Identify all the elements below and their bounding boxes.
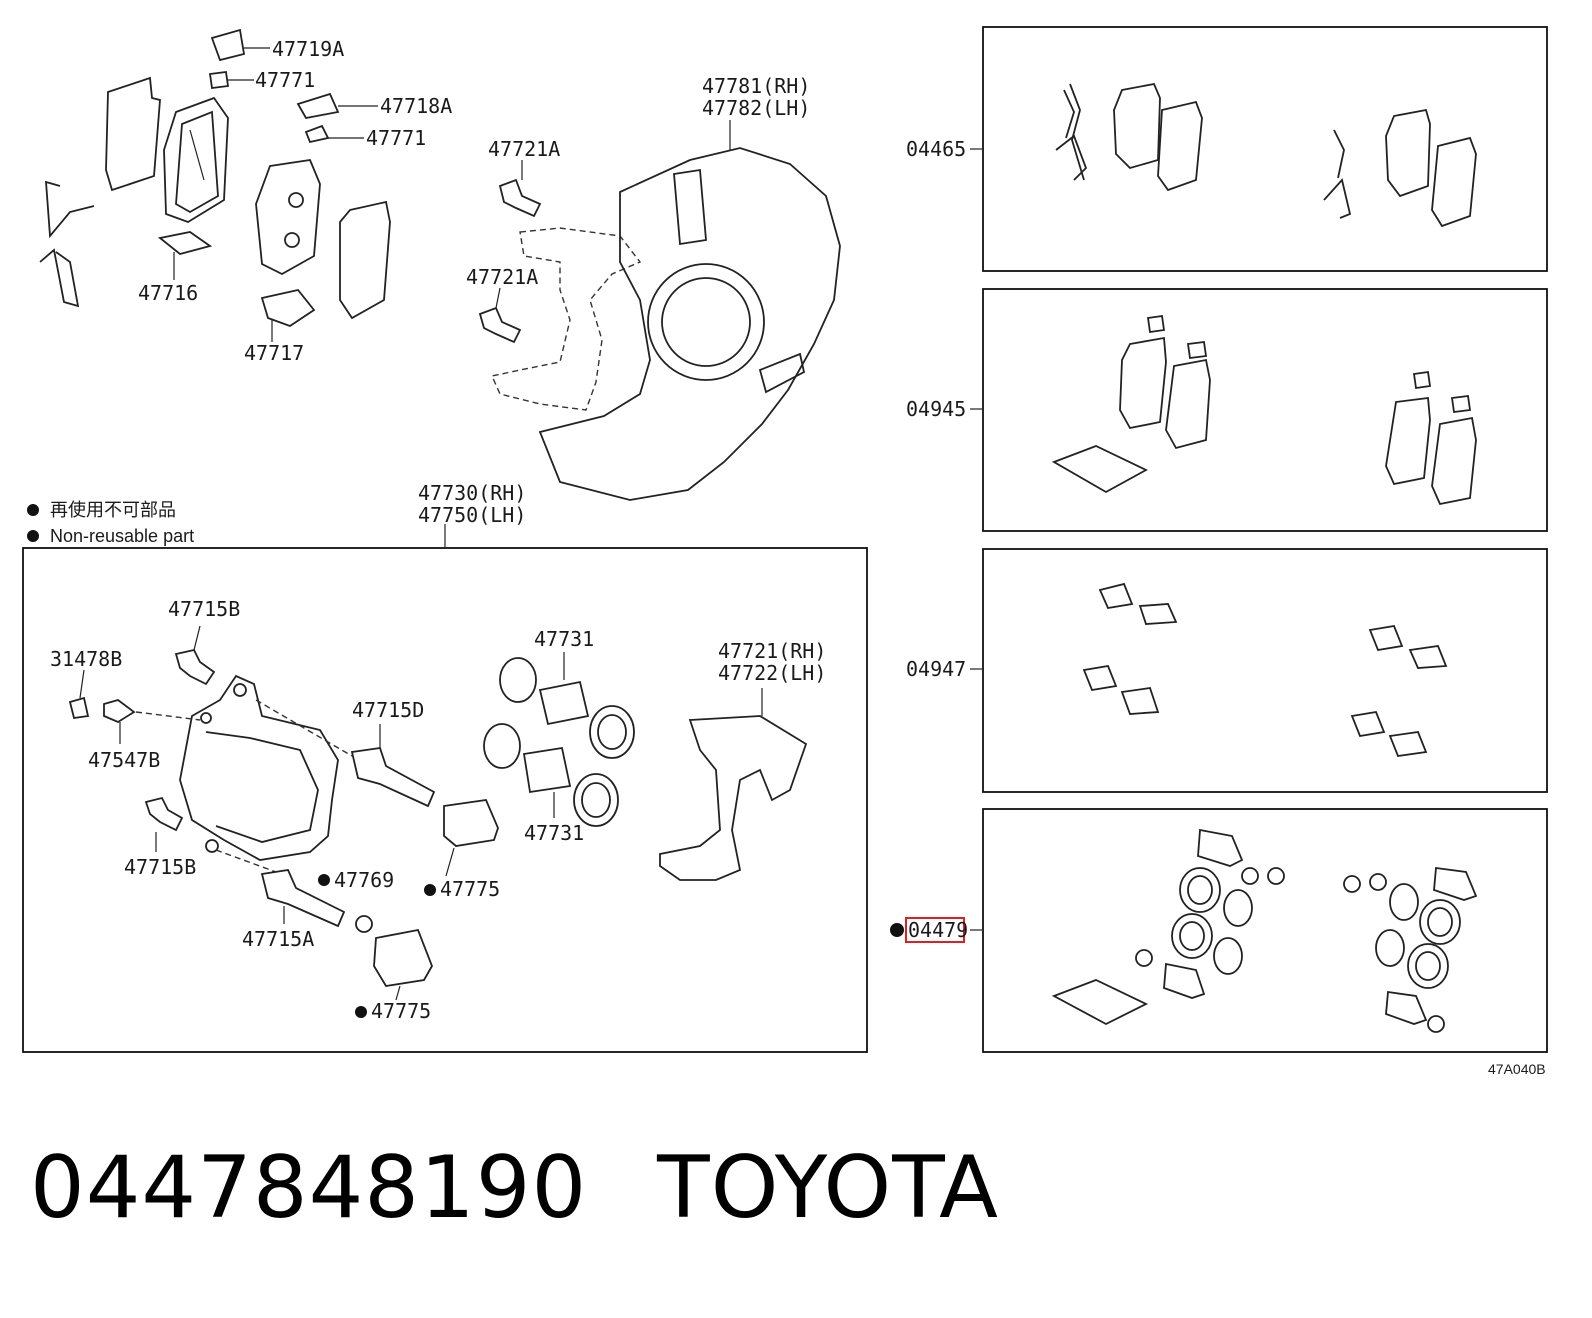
caliper-assembly-frame xyxy=(22,547,868,1053)
label-47781-rh[interactable]: 47781(RH) xyxy=(702,74,810,98)
label-47715A[interactable]: 47715A xyxy=(242,927,314,951)
non-reusable-bullet-icon xyxy=(424,884,436,896)
bullet-icon xyxy=(27,504,39,516)
label-31478B[interactable]: 31478B xyxy=(50,647,122,671)
legend-japanese: 再使用不可部品 xyxy=(50,500,176,520)
kit-code-04479[interactable]: 04479 xyxy=(908,918,968,942)
label-47547B[interactable]: 47547B xyxy=(88,748,160,772)
figure-reference: 47A040B xyxy=(1488,1061,1546,1077)
kit-04945-parts xyxy=(1051,314,1477,506)
legend: 再使用不可部品 Non-reusable part xyxy=(27,500,194,546)
kit-box-04945 xyxy=(982,288,1548,532)
label-47719A[interactable]: 47719A xyxy=(272,37,344,61)
label-47775-middle[interactable]: 47775 xyxy=(440,877,500,901)
label-47716[interactable]: 47716 xyxy=(138,281,198,305)
label-47715B-top[interactable]: 47715B xyxy=(168,597,240,621)
label-47771-b[interactable]: 47771 xyxy=(366,126,426,150)
label-47771-a[interactable]: 47771 xyxy=(255,68,315,92)
bracket-and-shield xyxy=(478,120,841,501)
caliper-assembly xyxy=(68,625,808,1001)
non-reusable-bullet-icon xyxy=(890,923,904,937)
kit-box-04947 xyxy=(982,548,1548,793)
legend-english: Non-reusable part xyxy=(50,526,194,546)
kit-code-04465[interactable]: 04465 xyxy=(906,137,966,161)
kit-code-04945[interactable]: 04945 xyxy=(906,397,966,421)
kit-04465-parts xyxy=(1055,82,1477,228)
brand-name: TOYOTA xyxy=(657,1138,999,1238)
kit-04947-parts xyxy=(1082,582,1448,757)
label-47717[interactable]: 47717 xyxy=(244,341,304,365)
label-47722-lh[interactable]: 47722(LH) xyxy=(718,661,826,685)
kit-box-04479 xyxy=(982,808,1548,1053)
label-47731-top[interactable]: 47731 xyxy=(534,627,594,651)
pad-group-top-left xyxy=(39,28,391,342)
kit-04479-parts xyxy=(1051,828,1478,1033)
kit-code-04947[interactable]: 04947 xyxy=(906,657,966,681)
label-47775-bottom[interactable]: 47775 xyxy=(371,999,431,1023)
label-47715B-bottom[interactable]: 47715B xyxy=(124,855,196,879)
footer-caption: 0447848190 TOYOTA xyxy=(30,1138,999,1248)
non-reusable-bullet-icon xyxy=(355,1006,367,1018)
label-47730-rh[interactable]: 47730(RH) xyxy=(418,481,526,505)
label-47718A[interactable]: 47718A xyxy=(380,94,452,118)
kit-box-04465 xyxy=(982,26,1548,272)
non-reusable-bullet-icon xyxy=(318,874,330,886)
part-number: 0447848190 xyxy=(30,1138,588,1238)
kit-highlight-box xyxy=(905,917,965,943)
label-47750-lh[interactable]: 47750(LH) xyxy=(418,503,526,527)
label-47721A-mid[interactable]: 47721A xyxy=(466,265,538,289)
label-47721A-top[interactable]: 47721A xyxy=(488,137,560,161)
label-47782-lh[interactable]: 47782(LH) xyxy=(702,96,810,120)
label-47731-bottom[interactable]: 47731 xyxy=(524,821,584,845)
label-47769[interactable]: 47769 xyxy=(334,868,394,892)
label-47715D[interactable]: 47715D xyxy=(352,698,424,722)
bullet-icon xyxy=(27,530,39,542)
label-47721-rh[interactable]: 47721(RH) xyxy=(718,639,826,663)
